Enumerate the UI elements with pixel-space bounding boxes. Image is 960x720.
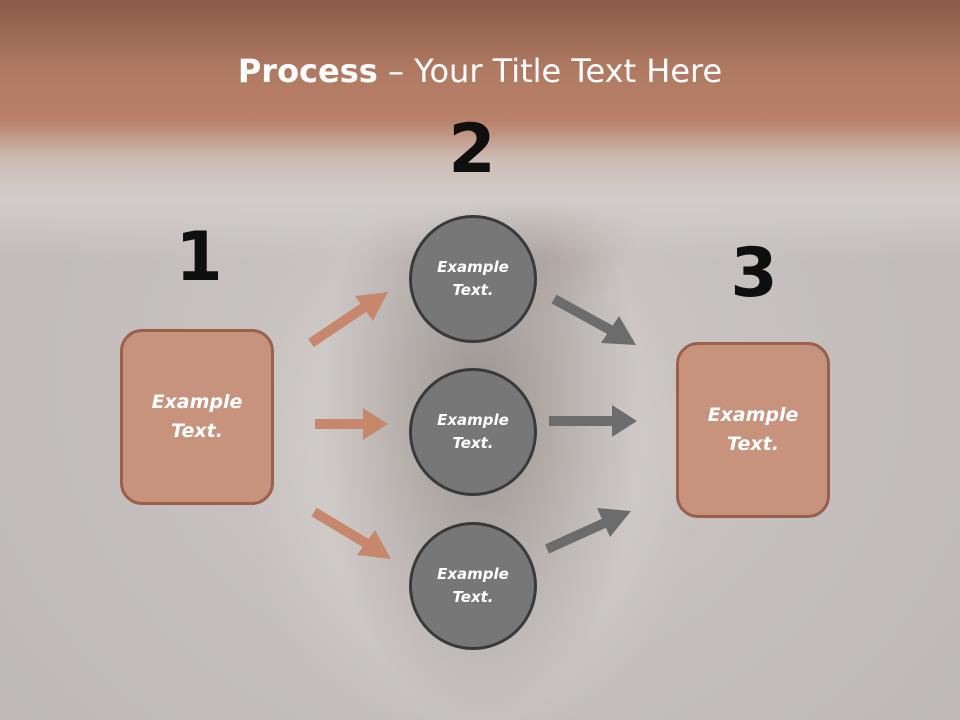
right-box-text: Example Text.: [707, 404, 799, 455]
step-number-1: 1: [175, 218, 223, 297]
title-rest: – Your Title Text Here: [377, 52, 723, 90]
arrow-left-to-top: [308, 292, 388, 348]
right-box[interactable]: Example Text.: [676, 342, 830, 518]
left-box[interactable]: Example Text.: [120, 329, 274, 505]
circle-middle-text: Example Text.: [437, 411, 509, 452]
title-bold: Process: [237, 52, 378, 90]
arrow-top-to-right: [551, 294, 636, 345]
step-number-2: 2: [448, 110, 496, 189]
circle-bottom[interactable]: Example Text.: [409, 522, 537, 650]
circle-middle[interactable]: Example Text.: [409, 368, 537, 496]
arrow-left-to-bottom: [311, 507, 391, 559]
circle-bottom-text: Example Text.: [437, 565, 509, 606]
step-number-3: 3: [730, 234, 778, 313]
circle-top[interactable]: Example Text.: [409, 215, 537, 343]
arrow-bottom-to-right: [544, 508, 631, 554]
arrow-left-to-middle: [315, 408, 388, 440]
left-box-text: Example Text.: [151, 391, 243, 442]
slide-title: Process – Your Title Text Here: [0, 52, 960, 90]
arrow-middle-to-right: [549, 405, 637, 437]
circle-top-text: Example Text.: [437, 258, 509, 299]
